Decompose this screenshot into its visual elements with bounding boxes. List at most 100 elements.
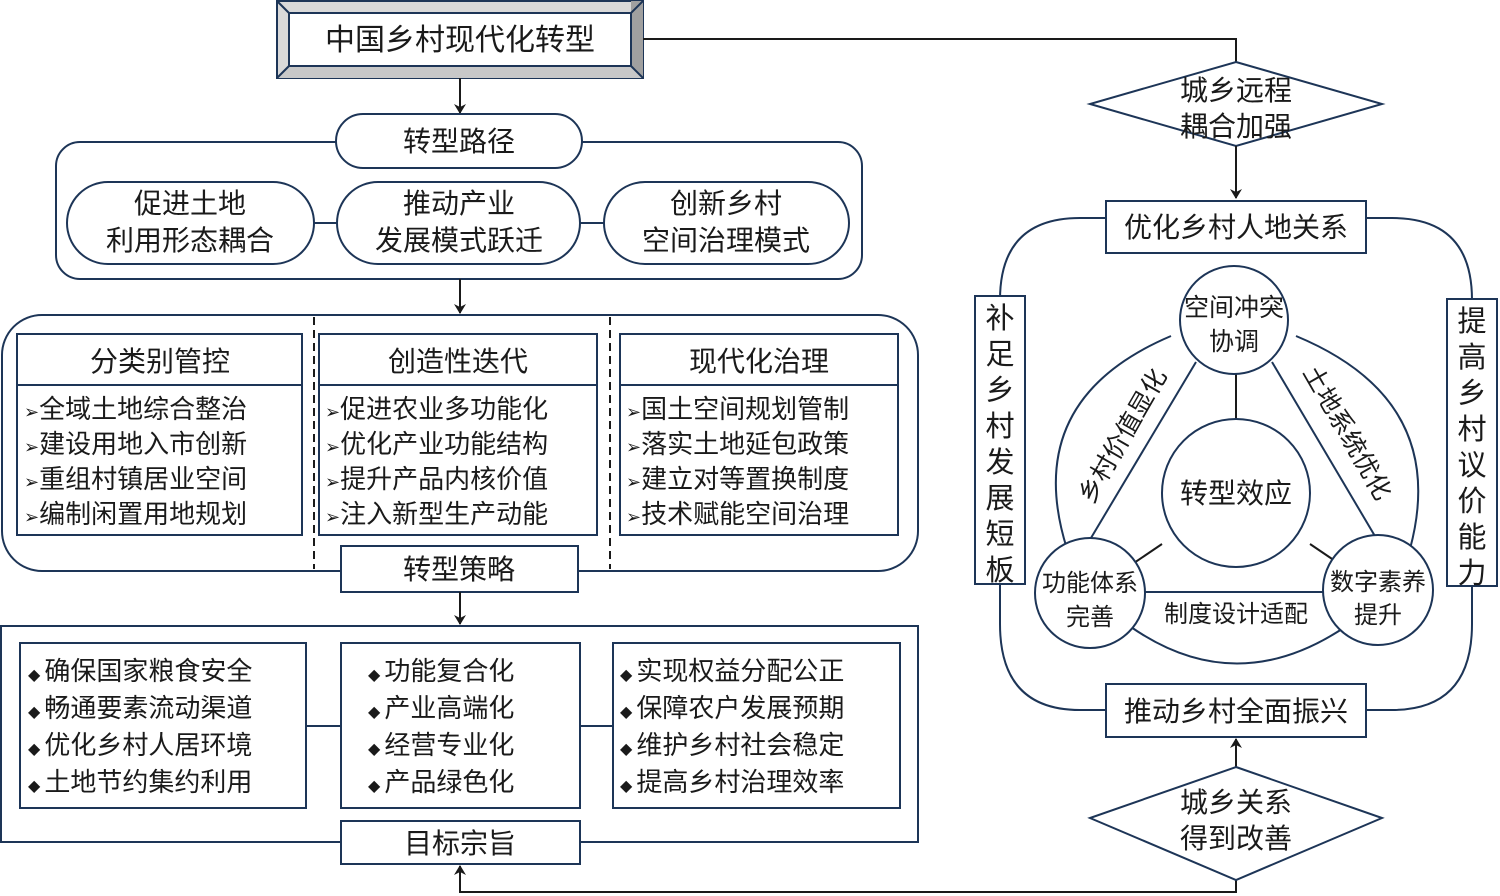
effect-section: 城乡远程 耦合加强 优化乡村人地关系 补足乡村发展短板 提高乡村议价能力 空间冲… — [974, 60, 1498, 882]
node-function — [1034, 537, 1146, 649]
strategy-item: 注入新型生产动能 — [340, 500, 548, 530]
arrow-bullet-icon: ➢ — [325, 472, 340, 493]
goal-item: 产品绿色化 — [384, 768, 514, 798]
svg-text:◆提高乡村治理效率: ◆提高乡村治理效率 — [620, 768, 844, 798]
svg-text:◆确保国家粮食安全: ◆确保国家粮食安全 — [28, 657, 252, 687]
goal-item: 提高乡村治理效率 — [636, 768, 844, 798]
strategy-item: 提升产品内核价值 — [340, 465, 548, 495]
strategy-item: 技术赋能空间治理 — [641, 500, 849, 530]
bargaining-text: 提高乡村议价能力 — [1457, 304, 1486, 590]
diamond-bullet-icon: ◆ — [368, 665, 381, 684]
node-conflict-line1: 空间冲突 — [1184, 293, 1284, 322]
svg-text:➢全域土地综合整治: ➢全域土地综合整治 — [24, 395, 247, 425]
svg-text:➢注入新型生产动能: ➢注入新型生产动能 — [325, 500, 548, 530]
goal-item: 维护乡村社会稳定 — [636, 731, 844, 761]
svg-text:◆实现权益分配公正: ◆实现权益分配公正 — [620, 657, 844, 687]
strategy-item: 落实土地延包政策 — [641, 430, 849, 460]
svg-text:◆土地节约集约利用: ◆土地节约集约利用 — [28, 768, 252, 798]
center-effect-text: 转型效应 — [1180, 477, 1292, 510]
shortboard-box — [974, 295, 1026, 585]
svg-text:◆保障农户发展预期: ◆保障农户发展预期 — [620, 694, 844, 724]
path-item-line2: 利用形态耦合 — [106, 224, 274, 257]
svg-text:➢编制闲置用地规划: ➢编制闲置用地规划 — [24, 500, 247, 530]
goal-column: ◆实现权益分配公正 ◆保障农户发展预期 ◆维护乡村社会稳定 ◆提高乡村治理效率 — [612, 642, 901, 809]
strategy-column: 分类别管控 ➢全域土地综合整治 ➢建设用地入市创新 ➢重组村镇居业空间 ➢编制闲… — [16, 333, 303, 536]
path-item: 促进土地 利用形态耦合 — [66, 181, 315, 265]
shortboard-text: 补足乡村发展短板 — [985, 301, 1014, 587]
diamond-bullet-icon: ◆ — [28, 702, 41, 721]
goal-section: ◆确保国家粮食安全 ◆畅通要素流动渠道 ◆优化乡村人居环境 ◆土地节约集约利用 … — [0, 625, 919, 865]
node-digital-line2: 提升 — [1354, 601, 1402, 629]
svg-text:➢促进农业多功能化: ➢促进农业多功能化 — [325, 395, 548, 425]
center-effect — [1161, 418, 1311, 568]
diamond-bullet-icon: ◆ — [368, 739, 381, 758]
improvement-line1: 城乡关系 — [1180, 786, 1292, 819]
path-item-line1: 创新乡村 — [670, 187, 782, 220]
diamond-bullet-icon: ◆ — [28, 776, 41, 795]
strategy-item: 国土空间规划管制 — [641, 395, 849, 425]
strategy-item: 重组村镇居业空间 — [39, 465, 247, 495]
vertical-char: 提 — [1457, 304, 1486, 338]
arrow-bullet-icon: ➢ — [24, 472, 39, 493]
vertical-char: 短 — [985, 517, 1014, 551]
path-header-pill — [335, 113, 583, 169]
vertical-char: 村 — [985, 409, 1014, 443]
svg-text:➢国土空间规划管制: ➢国土空间规划管制 — [626, 395, 849, 425]
arrow-bullet-icon: ➢ — [626, 472, 641, 493]
node-conflict — [1179, 265, 1289, 375]
goal-item: 经营专业化 — [384, 731, 514, 761]
goal-item: 畅通要素流动渠道 — [44, 694, 252, 724]
path-header: 转型路径 — [403, 125, 515, 158]
diamond-bullet-icon: ◆ — [28, 665, 41, 684]
strategy-column: 现代化治理 ➢国土空间规划管制 ➢落实土地延包政策 ➢建立对等置换制度 ➢技术赋… — [619, 333, 899, 536]
svg-text:➢建立对等置换制度: ➢建立对等置换制度 — [626, 465, 849, 495]
strategy-column: 创造性迭代 ➢促进农业多功能化 ➢优化产业功能结构 ➢提升产品内核价值 ➢注入新… — [318, 333, 598, 536]
strategy-footer-box — [340, 545, 579, 593]
vertical-char: 展 — [985, 481, 1014, 515]
goal-column: ◆确保国家粮食安全 ◆畅通要素流动渠道 ◆优化乡村人居环境 ◆土地节约集约利用 — [19, 642, 307, 809]
goal-footer: 目标宗旨 — [404, 827, 516, 860]
connector-title-to-coupling — [643, 38, 1237, 62]
svg-text:◆维护乡村社会稳定: ◆维护乡村社会稳定 — [620, 731, 844, 761]
arrow-bullet-icon: ➢ — [325, 402, 340, 423]
goal-item: 确保国家粮食安全 — [44, 657, 252, 687]
diamond-bullet-icon: ◆ — [620, 739, 633, 758]
revitalization-box — [1105, 683, 1367, 738]
svg-text:◆优化乡村人居环境: ◆优化乡村人居环境 — [28, 731, 252, 761]
arrow-bullet-icon: ➢ — [325, 507, 340, 528]
vertical-char: 乡 — [1457, 376, 1486, 410]
arrow-bullet-icon: ➢ — [24, 402, 39, 423]
goal-item: 产业高端化 — [384, 694, 514, 724]
svg-text:◆畅通要素流动渠道: ◆畅通要素流动渠道 — [28, 694, 252, 724]
vertical-char: 力 — [1457, 556, 1486, 590]
svg-text:➢重组村镇居业空间: ➢重组村镇居业空间 — [24, 465, 247, 495]
vertical-char: 足 — [985, 337, 1014, 371]
svg-text:◆功能复合化: ◆功能复合化 — [368, 657, 514, 687]
path-section: 转型路径 促进土地 利用形态耦合 推动产业 发展模式跃迁 创新乡村 空间治理模式 — [55, 113, 863, 280]
title-text: 中国乡村现代化转型 — [325, 23, 595, 58]
arrow-improvement-to-goal — [454, 865, 1237, 893]
goal-item: 保障农户发展预期 — [636, 694, 844, 724]
goal-item: 优化乡村人居环境 — [44, 731, 252, 761]
svg-text:◆产品绿色化: ◆产品绿色化 — [368, 768, 514, 798]
strategy-item: 编制闲置用地规划 — [39, 500, 247, 530]
revitalization-text: 推动乡村全面振兴 — [1124, 695, 1348, 728]
diamond-bullet-icon: ◆ — [368, 776, 381, 795]
arc-label-institution: 制度设计适配 — [1164, 600, 1308, 628]
path-item-line2: 空间治理模式 — [642, 224, 810, 257]
svg-text:➢优化产业功能结构: ➢优化产业功能结构 — [325, 430, 548, 460]
improvement-line2: 得到改善 — [1180, 822, 1292, 855]
svg-text:◆产业高端化: ◆产业高端化 — [368, 694, 514, 724]
coupling-line1: 城乡远程 — [1180, 74, 1292, 107]
svg-text:◆经营专业化: ◆经营专业化 — [368, 731, 514, 761]
node-digital — [1322, 534, 1434, 646]
coupling-line2: 耦合加强 — [1180, 110, 1292, 143]
strategy-footer: 转型策略 — [403, 553, 515, 586]
vertical-char: 乡 — [985, 373, 1014, 407]
diamond-bullet-icon: ◆ — [620, 776, 633, 795]
vertical-char: 发 — [985, 445, 1014, 479]
path-item-line1: 推动产业 — [403, 187, 515, 220]
goal-footer-box — [340, 820, 581, 865]
vertical-char: 价 — [1457, 484, 1486, 518]
